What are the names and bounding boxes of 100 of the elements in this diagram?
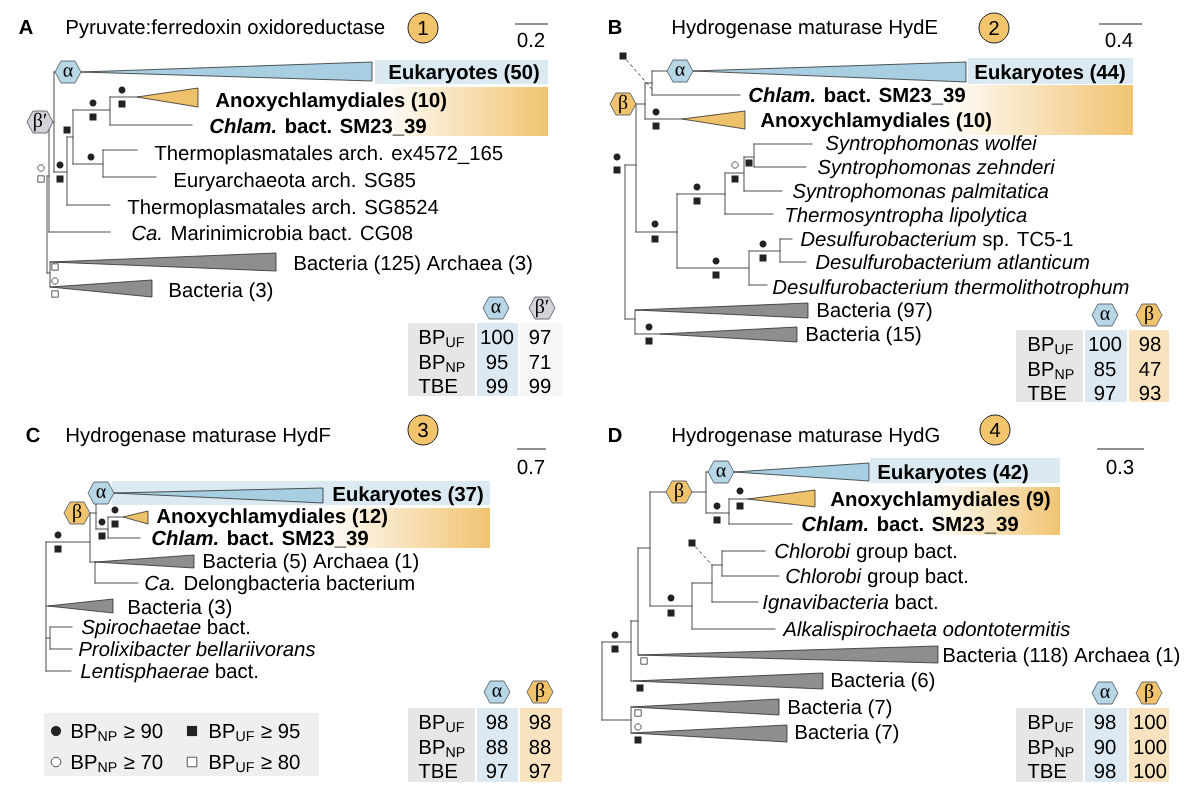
taxon-label: Thermoplasmatales arch. ex4572_165: [154, 145, 503, 165]
collapsed-clade-triangle: [733, 462, 870, 482]
table-value: 99: [529, 378, 551, 394]
table-value: 90: [1094, 739, 1116, 755]
taxon-label: Prolixibacter bellariivorans: [78, 641, 316, 657]
taxon-label: Ca. Delongbacteria bacterium: [145, 575, 414, 595]
table-value: 100: [1134, 739, 1167, 755]
taxon-label: Chlorobi group bact.: [775, 543, 956, 563]
table-row-header: BP$_{NP}$: [420, 740, 465, 757]
legend-text: BP$_{UF}$ ≥ 95: [210, 723, 300, 742]
taxon-label: Chlam. bact. SM23_39: [210, 118, 426, 136]
taxon-label: Desulfurobacterium thermolithotrophum: [772, 279, 1129, 299]
table-row-header: BP$_{NP}$: [1029, 740, 1074, 757]
collapsed-clade-triangle: [659, 326, 798, 343]
taxon-label: Bacteria (6): [832, 672, 935, 692]
table-value: 98: [1139, 336, 1161, 352]
leader-line: [625, 59, 653, 90]
collapsed-clade-triangle: [94, 554, 195, 569]
collapsed-clade-triangle: [122, 510, 149, 525]
collapsed-clade-triangle: [637, 645, 939, 664]
taxon-label: Anoxychlamydiales (12): [156, 508, 387, 528]
highlight-band: Eukaryotes (42): [870, 458, 1060, 484]
table-row-header: BP$_{UF}$: [1029, 715, 1073, 733]
taxon-label: Bacteria (125) Archaea (3): [295, 255, 532, 275]
highlight-band: Eukaryotes (44): [968, 58, 1133, 84]
collapsed-clade-triangle: [634, 302, 809, 319]
taxon-label: Thermosyntropha lipolytica: [786, 207, 1027, 227]
panel-title: Hydrogenase maturase HydE: [673, 19, 938, 39]
highlight-band: [749, 85, 1133, 135]
table-row-header: BP$_{UF}$: [420, 330, 464, 348]
taxon-label: Desulfurobacterium atlanticum: [815, 254, 1089, 270]
table-row-header: TBE: [1027, 764, 1066, 778]
taxon-label: Bacteria (3): [170, 282, 273, 302]
table-row-header: BP$_{UF}$: [420, 715, 464, 733]
taxon-label: Bacteria (97): [818, 302, 932, 322]
scale-value: 0.4: [1105, 32, 1133, 48]
filled-square-mark: [688, 539, 696, 547]
table-value: 47: [1139, 362, 1161, 376]
collapsed-clade-triangle: [47, 598, 114, 614]
table-value: 88: [486, 739, 508, 755]
panel-title: Hydrogenase maturase HydF: [67, 427, 331, 447]
table-value: 85: [1094, 361, 1116, 377]
panel-letter: B: [609, 20, 622, 34]
highlight-band: [802, 487, 1060, 535]
scale-value: 0.3: [1106, 459, 1134, 475]
taxon-label: Chlam. bact. SM23_39: [802, 516, 1018, 534]
table-row-header: BP$_{NP}$: [1029, 362, 1074, 379]
taxon-label: Ignavibacteria bact.: [763, 594, 937, 614]
taxon-label: Bacteria (7): [796, 724, 899, 744]
collapsed-clade-triangle: [632, 672, 824, 690]
highlight-band: [152, 508, 490, 548]
panel-letter: C: [26, 427, 40, 443]
legend-text: BP$_{UF}$ ≥ 80: [210, 754, 300, 773]
table-row-header: TBE: [418, 379, 457, 393]
legend-text: BP$_{NP}$ ≥ 70: [72, 754, 163, 772]
taxon-label: Chlam. bact. SM23_39: [152, 530, 368, 548]
taxon-label: Anoxychlamydiales (9): [830, 491, 1050, 511]
table-value: 88: [529, 739, 551, 755]
table-value: 97: [529, 763, 551, 779]
taxon-label: Chlorobi group bact.: [786, 568, 967, 588]
collapsed-clade-triangle: [49, 279, 153, 298]
taxon-label: Euryarchaeota arch. SG85: [175, 172, 416, 192]
taxon-label: Bacteria (5) Archaea (1): [204, 553, 418, 573]
taxon-label: Spirochaetae bact.: [81, 619, 250, 639]
panel-title: Hydrogenase maturase HydG: [673, 427, 939, 447]
table-value: 98: [1094, 763, 1116, 779]
table-value: 95: [486, 354, 508, 370]
table-value: 100: [1134, 714, 1167, 730]
table-value: 100: [1089, 336, 1122, 352]
collapsed-clade-triangle: [113, 487, 324, 504]
collapsed-clade-triangle: [681, 110, 746, 130]
legend-text: BP$_{NP}$ ≥ 90: [72, 723, 163, 741]
table-value: 100: [1134, 763, 1167, 779]
taxon-label: Syntrophomonas palmitatica: [792, 183, 1049, 203]
table-value: 71: [529, 355, 551, 369]
taxon-label: Anoxychlamydiales (10): [760, 112, 991, 132]
table-row-header: TBE: [1027, 386, 1066, 400]
taxon-label: Chlam. bact. SM23_39: [749, 87, 965, 105]
table-row-header: BP$_{UF}$: [1029, 337, 1073, 355]
scale-value: 0.2: [517, 32, 545, 48]
collapsed-clade-triangle: [630, 698, 780, 716]
table-value: 97: [486, 763, 508, 779]
leader-line: [695, 546, 713, 566]
taxon-label: Bacteria (118) Archaea (1): [944, 647, 1180, 667]
highlight-band: Eukaryotes (50): [375, 60, 548, 84]
table-value: 98: [1094, 714, 1116, 730]
table-row-header: TBE: [418, 764, 457, 778]
taxon-label: Syntrophomonas wolfei: [825, 135, 1038, 155]
taxon-label: Bacteria (15): [807, 326, 921, 346]
taxon-label: Bacteria (7): [789, 699, 892, 719]
taxon-label: Lentisphaerae bact.: [80, 663, 258, 683]
highlight-band: [210, 87, 548, 136]
table-value: 100: [481, 329, 514, 345]
panel-title: Pyruvate:ferredoxin oxidoreductase: [67, 19, 385, 39]
taxon-label: Desulfurobacterium sp. TC5-1: [800, 231, 1073, 251]
panel-letter: D: [609, 428, 622, 442]
taxon-label: Alkalispirochaeta odontotermitis: [782, 621, 1070, 641]
table-value: 97: [1094, 385, 1116, 401]
collapsed-clade-triangle: [80, 61, 373, 82]
filled-square-mark: [619, 52, 627, 60]
